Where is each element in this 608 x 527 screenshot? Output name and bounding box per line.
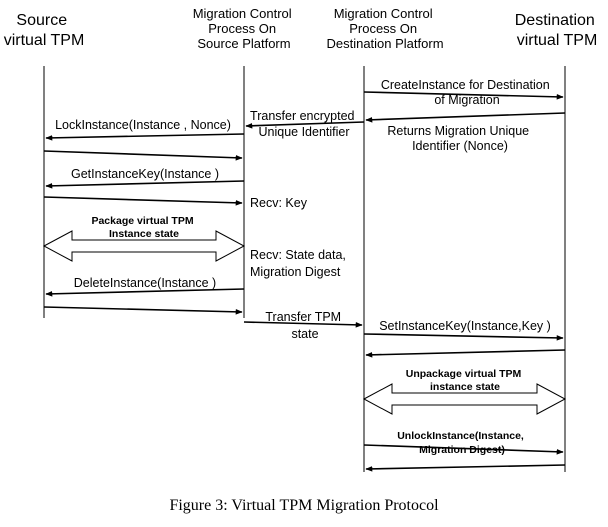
header-mcp-destination: Migration Control Process On Destination… [326,6,443,51]
arrow-transfer-uid [245,121,365,129]
arrow-create-instance [363,91,564,100]
arrow-unlock-instance [363,444,564,455]
label-set-instance-key: SetInstanceKey(Instance,Key ) [379,319,551,333]
label-unpackage-state: Unpackage virtual TPM instance state [406,368,524,393]
label-transfer-tpm-state: Transfer TPM state [265,310,344,341]
arrow-delete-response [43,306,243,315]
arrow-lock-instance [45,133,245,141]
header-mcp-source: Migration Control Process On Source Plat… [193,6,296,51]
unpackage-state-double-arrow [362,383,567,415]
header-source-tpm: Source virtual TPM [4,12,85,49]
label-recv-key: Recv: Key [250,196,308,210]
arrow-returns-nonce [365,112,566,123]
arrow-transfer-tpm-state [243,321,363,328]
label-delete-instance: DeleteInstance(Instance ) [74,276,216,290]
package-state-double-arrow [42,230,246,262]
label-create-instance: CreateInstance for Destination of Migrat… [381,78,553,107]
label-get-instance-key: GetInstanceKey(Instance ) [71,167,219,181]
arrow-set-instance-key [363,333,564,341]
label-lock-instance: LockInstance(Instance , Nonce) [55,118,231,132]
label-transfer-uid: Transfer encrypted Unique Identifier [250,109,358,139]
label-package-state: Package virtual TPM Instance state [91,215,196,240]
arrow-get-instance-key [45,180,245,189]
label-recv-state: Recv: State data, Migration Digest [250,248,349,279]
label-unlock-instance: UnlockInstance(Instance, Migration Diges… [397,430,527,456]
figure-caption: Figure 3: Virtual TPM Migration Protocol [169,497,439,514]
arrow-key-response [43,196,243,206]
arrow-lock-response [43,150,243,161]
arrow-delete-instance [45,288,245,297]
header-destination-tpm: Destination virtual TPM [515,12,600,49]
arrow-unlock-response [365,464,566,472]
arrow-set-key-response [365,349,566,358]
label-returns-nonce: Returns Migration Unique Identifier (Non… [387,124,532,153]
